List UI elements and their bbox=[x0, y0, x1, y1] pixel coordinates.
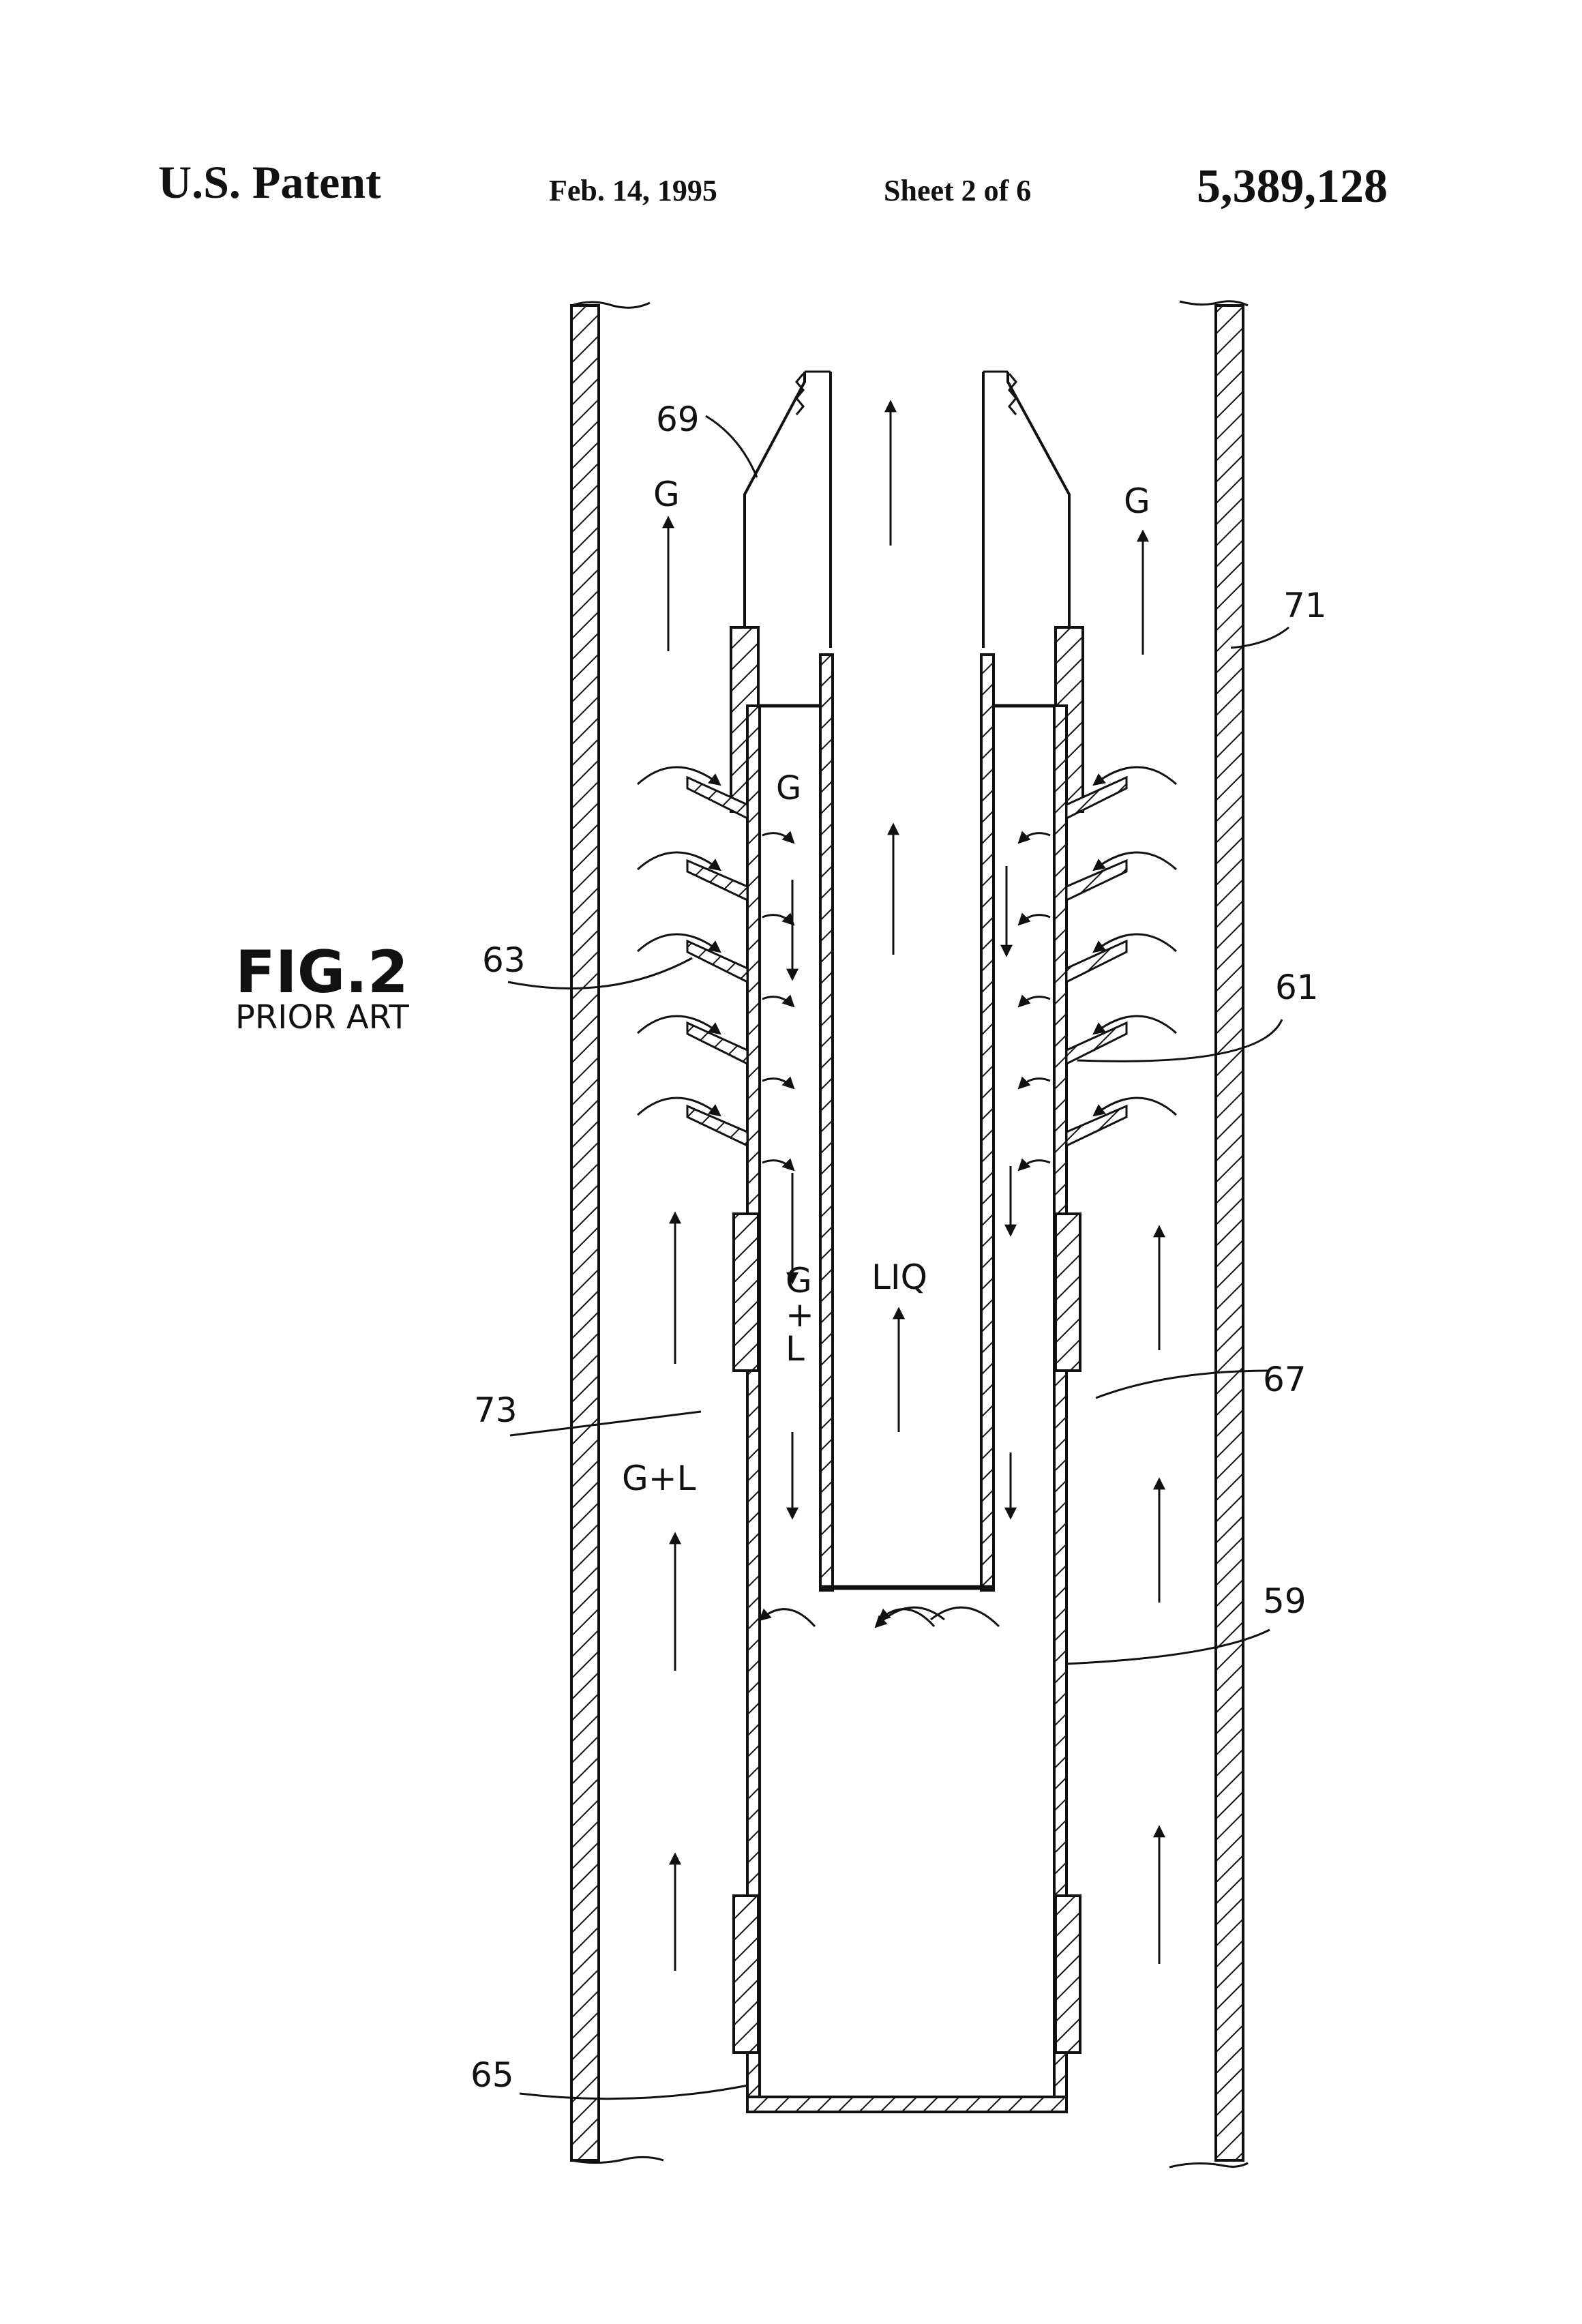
flow-label-g-inner: G bbox=[776, 769, 801, 807]
ref-65: 65 bbox=[471, 2055, 514, 2095]
outer-casing bbox=[571, 301, 1248, 2167]
ref-73: 73 bbox=[474, 1390, 518, 1430]
top-fitting bbox=[745, 372, 1069, 648]
ref-67: 67 bbox=[1263, 1360, 1307, 1399]
left-baffles bbox=[687, 777, 747, 1146]
right-baffles bbox=[1066, 777, 1126, 1146]
flow-label-liq: LIQ bbox=[871, 1257, 927, 1297]
lower-couplings bbox=[734, 1896, 1080, 2053]
figure-title: FIG.2 bbox=[235, 938, 408, 1007]
flow-label-l-stack: L bbox=[786, 1329, 805, 1369]
flow-label-g-left: G bbox=[653, 475, 680, 514]
separator-body bbox=[747, 706, 1066, 2112]
ref-63: 63 bbox=[482, 940, 526, 980]
figure-subtitle: PRIOR ART bbox=[235, 998, 410, 1037]
baffle-flow-arrows bbox=[638, 767, 1176, 1626]
ref-69: 69 bbox=[656, 400, 700, 439]
ref-59: 59 bbox=[1263, 1581, 1307, 1621]
inner-tube bbox=[820, 655, 994, 1590]
flow-label-g-right: G bbox=[1124, 481, 1150, 521]
ref-71: 71 bbox=[1283, 586, 1327, 625]
flow-label-g-plus-l: G+L bbox=[622, 1459, 696, 1498]
ref-61: 61 bbox=[1275, 968, 1319, 1007]
